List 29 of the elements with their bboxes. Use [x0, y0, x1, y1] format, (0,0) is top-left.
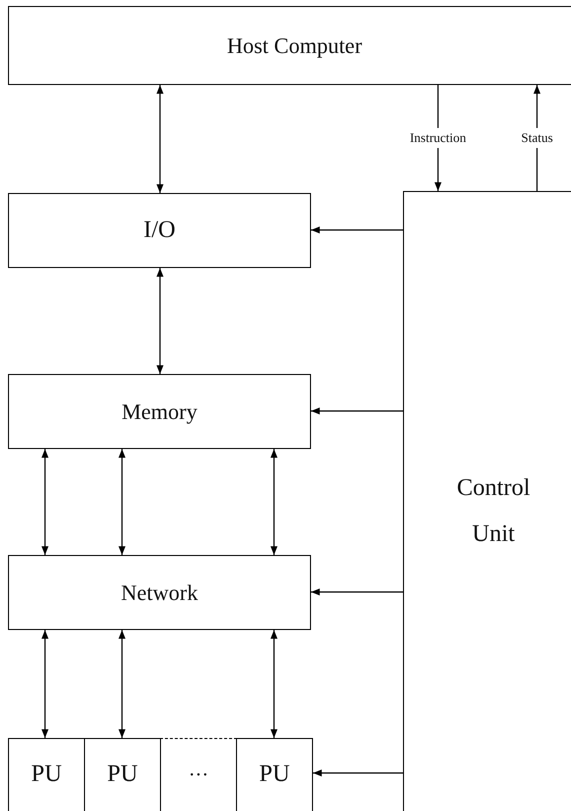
arrow [311, 226, 403, 234]
box-label: Memory [122, 398, 198, 426]
box-label: PU [107, 760, 138, 789]
arrow [311, 408, 403, 414]
arrow [156, 268, 164, 374]
arrow [311, 588, 403, 596]
arrow [42, 630, 48, 738]
process-box [8, 6, 571, 85]
box-label: PU [259, 760, 290, 789]
arrow [118, 630, 126, 738]
process-box [8, 374, 311, 449]
process-box [84, 738, 161, 811]
box-label: Control Unit [456, 474, 532, 548]
arrow [118, 449, 126, 555]
process-box [8, 555, 311, 630]
box-label: ··· [188, 762, 208, 788]
process-box [236, 738, 313, 811]
arrow [313, 770, 403, 776]
box-label: PU [31, 760, 62, 789]
process-box [8, 193, 311, 268]
arrow [270, 630, 278, 738]
box-label: Network [121, 578, 198, 607]
box-label: Host Computer [226, 32, 362, 60]
arrow [270, 449, 278, 555]
process-box [8, 738, 85, 811]
process-box [403, 191, 571, 811]
box-label: I/O [144, 216, 176, 245]
arrow [156, 85, 164, 193]
arrow [42, 449, 48, 555]
